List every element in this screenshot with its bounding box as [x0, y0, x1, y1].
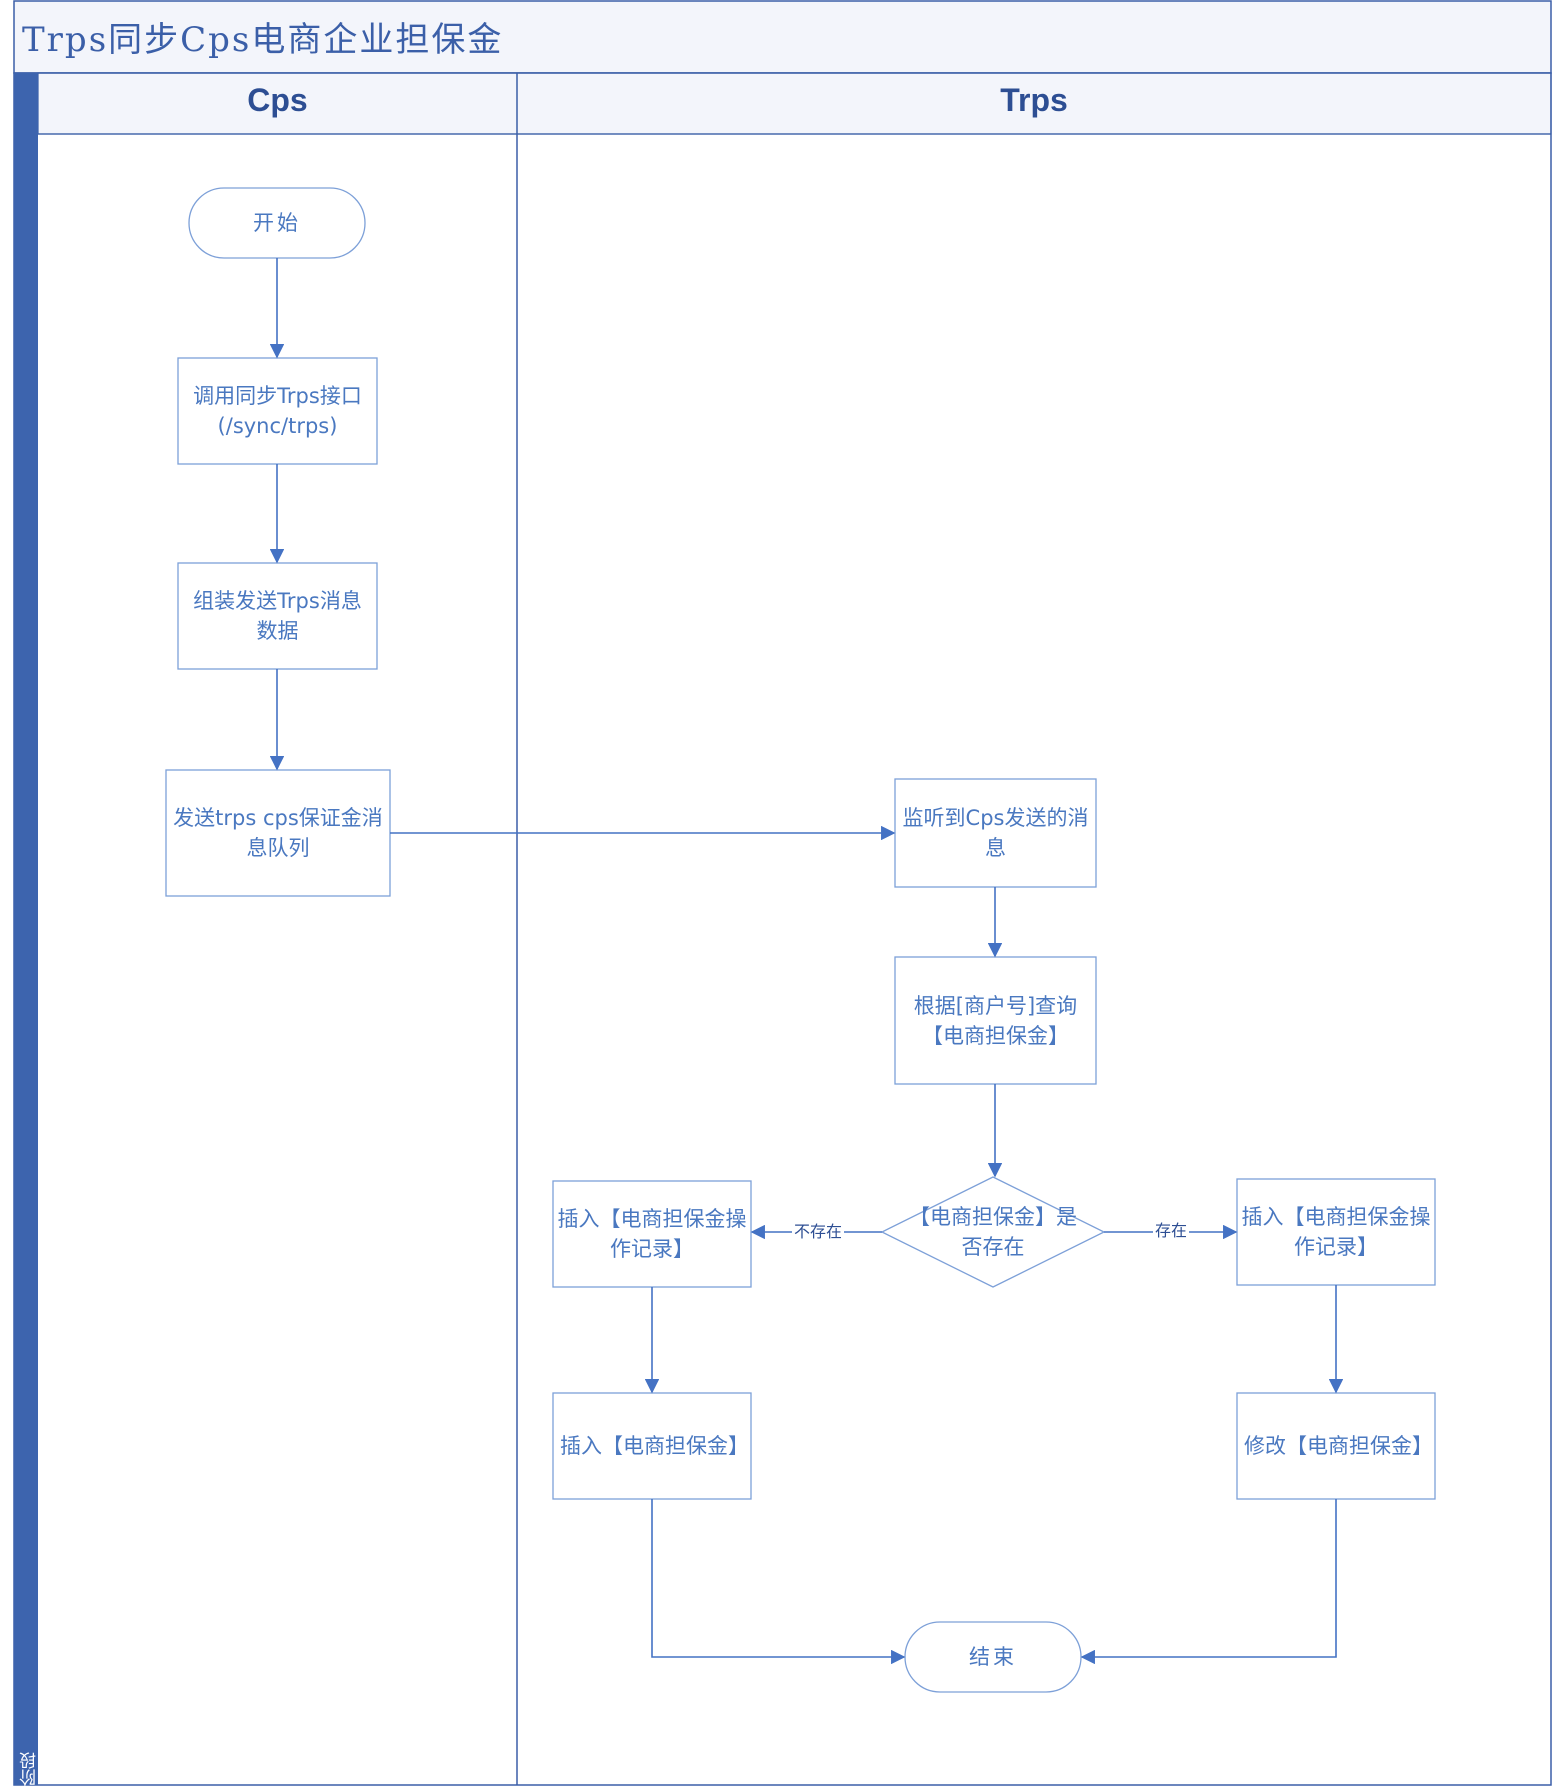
end-label: 结束	[969, 1645, 1017, 1669]
page-title: Trps同步Cps电商企业担保金	[22, 20, 504, 60]
lane-header-trps: Trps	[1000, 82, 1068, 118]
edge-label-not-exist: 不存在	[792, 1222, 845, 1241]
insert-deposit-box	[552, 1392, 752, 1500]
assemble-label: 组装发送Trps消息数据	[193, 589, 362, 643]
edge-insert-to-end	[651, 1499, 906, 1665]
insert-log-left-box	[552, 1180, 752, 1288]
update-deposit-box	[1236, 1392, 1436, 1500]
insert-deposit-label: 插入【电商担保金】	[560, 1434, 749, 1458]
insert-log-right-label: 插入【电商担保金操作记录】	[1241, 1205, 1431, 1259]
stage-bar	[14, 73, 38, 1785]
edge-label-exist: 存在	[1153, 1221, 1190, 1240]
decision-label: 【电商担保金】是否存在	[909, 1205, 1077, 1259]
stage-label: 阶段	[20, 1752, 40, 1786]
query-box	[894, 956, 1097, 1085]
pool-border	[13, 72, 1552, 1786]
query-label: 根据[商户号]查询【电商担保金】	[913, 993, 1078, 1048]
listen-label: 监听到Cps发送的消息	[902, 806, 1089, 860]
call-sync-label: 调用同步Trps接口(/sync/trps)	[193, 384, 362, 438]
decision-diamond	[880, 1176, 1106, 1288]
edge-update-to-end	[1080, 1499, 1337, 1665]
insert-log-right-box	[1236, 1178, 1436, 1286]
insert-log-left-label: 插入【电商担保金操作记录】	[557, 1207, 747, 1261]
lane-header-cps: Cps	[247, 82, 308, 118]
title-band	[13, 0, 1552, 74]
update-deposit-label: 修改【电商担保金】	[1244, 1434, 1433, 1458]
listen-box	[894, 778, 1097, 888]
send-queue-label: 发送trps cps保证金消息队列	[173, 806, 383, 860]
start-label: 开始	[253, 211, 301, 235]
lane-header-band	[37, 72, 1552, 135]
